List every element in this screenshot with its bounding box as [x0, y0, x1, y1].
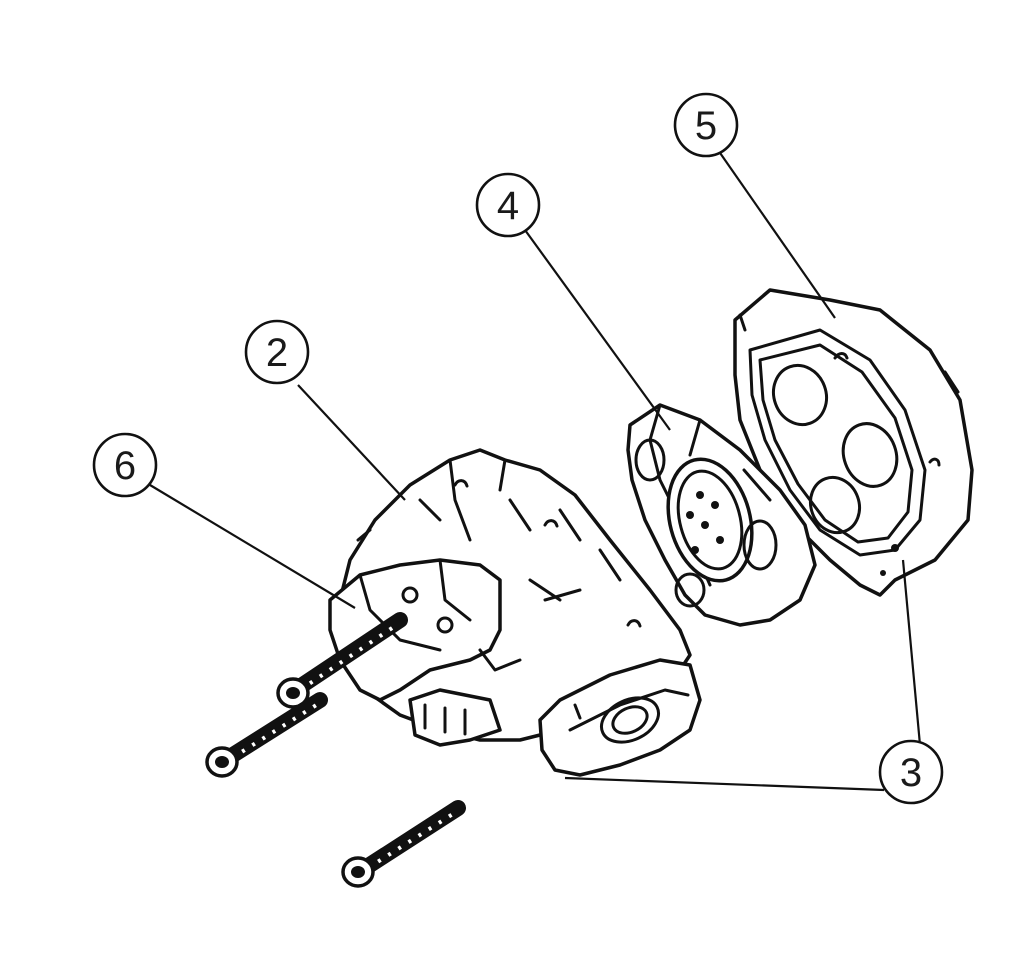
- leader-4: [524, 229, 671, 431]
- callout-5: 5: [673, 92, 739, 158]
- callout-3: 3: [878, 739, 944, 805]
- screw-upper: [276, 612, 408, 709]
- callout-6: 6: [92, 432, 158, 498]
- callout-2-label: 2: [266, 331, 288, 375]
- screw-middle: [205, 692, 328, 778]
- screw-lower: [341, 800, 466, 888]
- callout-3-label: 3: [900, 751, 922, 795]
- callout-4: 4: [475, 172, 541, 238]
- part-3-bearing-block: [538, 658, 702, 777]
- callout-4-label: 4: [497, 184, 519, 228]
- callout-5-label: 5: [695, 104, 717, 148]
- leader-3b: [901, 559, 922, 746]
- callout-2: 2: [244, 319, 310, 385]
- part-4-gear-assembly: [626, 403, 817, 627]
- leader-3a: [564, 776, 885, 792]
- leader-6: [149, 484, 356, 609]
- part-6-connector-block: [328, 558, 522, 747]
- leader-2: [297, 384, 406, 501]
- leader-lines: [149, 149, 922, 792]
- callout-6-label: 6: [114, 444, 136, 488]
- leader-5: [717, 149, 836, 319]
